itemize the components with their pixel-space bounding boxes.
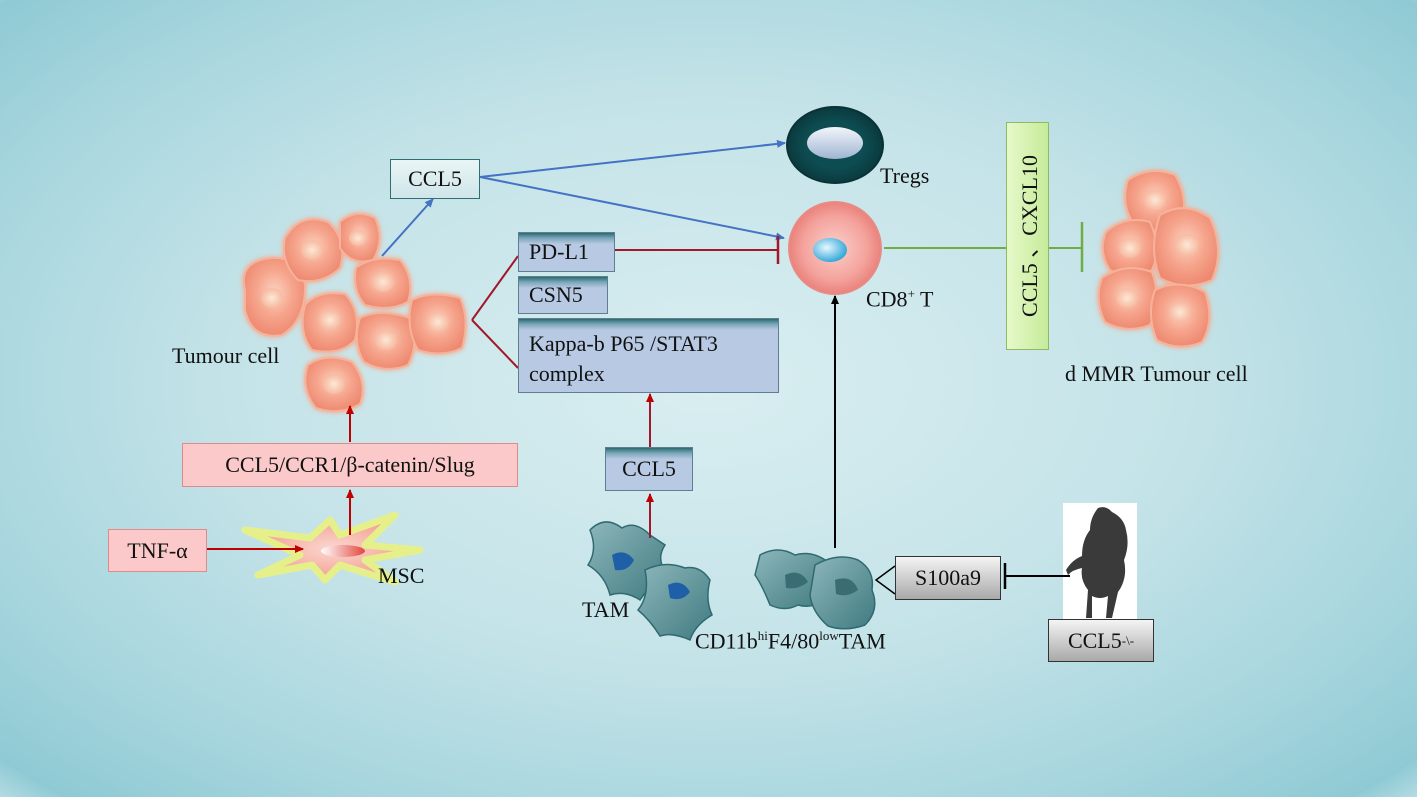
cd8-t-cell <box>788 201 882 295</box>
pd-l1-label: PD-L1 <box>529 239 589 264</box>
ccl5-cxcl10-box: CCL5 、CXCL10 <box>1006 122 1049 350</box>
s100a9-label: S100a9 <box>915 565 981 590</box>
ccl5-ccr1-box: CCL5/CCR1/β-catenin/Slug <box>182 443 518 487</box>
csn5-box: CSN5 <box>518 276 608 314</box>
pd-l1-box: PD-L1 <box>518 232 615 272</box>
cd11b-label-c: TAM <box>838 628 886 654</box>
cd11b-label-sup1: hi <box>757 628 768 643</box>
ccl5-knockout-box: CCL5-\- <box>1048 619 1154 662</box>
tam-cells <box>586 521 713 642</box>
cd8-label-suffix: T <box>914 286 934 312</box>
arrow-tumour-to-ccl5 <box>381 198 434 257</box>
kappa-b-box: Kappa-b P65 /STAT3 complex <box>518 318 779 393</box>
cd8-t-label: CD8+ T <box>866 286 933 312</box>
cd11b-label-a: CD11b <box>695 628 758 654</box>
bracket-s100a9-to-tam <box>874 565 896 595</box>
cd11b-tam-label: CD11bhiF4/80lowTAM <box>695 628 886 654</box>
cd11b-label-sup2: low <box>819 628 839 643</box>
ccl5-top-box: CCL5 <box>390 159 480 199</box>
mouse-silhouette-icon <box>1063 503 1137 623</box>
ccl5-ccr1-label: CCL5/CCR1/β-catenin/Slug <box>225 452 475 477</box>
dmmr-tumour-cell-cluster <box>1097 170 1220 348</box>
tumour-cell-label: Tumour cell <box>172 343 280 368</box>
tregs-label: Tregs <box>880 163 930 188</box>
line-tumour-to-pdl1 <box>471 255 519 321</box>
tam-label: TAM <box>582 597 630 622</box>
ccl5-ko-label-sup: -\- <box>1121 632 1135 648</box>
arrow-ccl5-to-tregs <box>479 139 786 178</box>
arrow-ccl5-to-cd8 <box>479 176 785 241</box>
cd8-label-base: CD8 <box>866 286 908 312</box>
msc-label: MSC <box>378 563 425 588</box>
tumour-cell-cluster <box>242 212 467 413</box>
ccl5-mid-label: CCL5 <box>622 456 676 481</box>
line-tumour-to-kappa <box>471 319 519 369</box>
ccl5-cxcl10-label: CCL5 、CXCL10 <box>1016 155 1042 317</box>
s100a9-box: S100a9 <box>895 556 1001 600</box>
ccl5-mid-box: CCL5 <box>605 447 693 491</box>
cd8-label-sup: + <box>907 286 915 301</box>
ccl5-top-label: CCL5 <box>408 166 462 191</box>
csn5-label: CSN5 <box>529 282 583 307</box>
tregs-cell <box>786 106 884 184</box>
tnf-alpha-label: TNF-α <box>127 537 188 563</box>
kappa-b-label-line1: Kappa-b P65 /STAT3 <box>529 330 718 356</box>
msc-cell <box>241 511 424 586</box>
cd11b-label-b: F4/80 <box>767 628 820 654</box>
cd11b-tam-cells <box>754 549 876 630</box>
tnf-alpha-box: TNF-α <box>108 529 207 572</box>
kappa-b-label-line2: complex <box>529 360 605 386</box>
dmmr-tumour-cell-label: d MMR Tumour cell <box>1065 361 1248 386</box>
ccl5-ko-label-base: CCL5 <box>1067 627 1122 653</box>
